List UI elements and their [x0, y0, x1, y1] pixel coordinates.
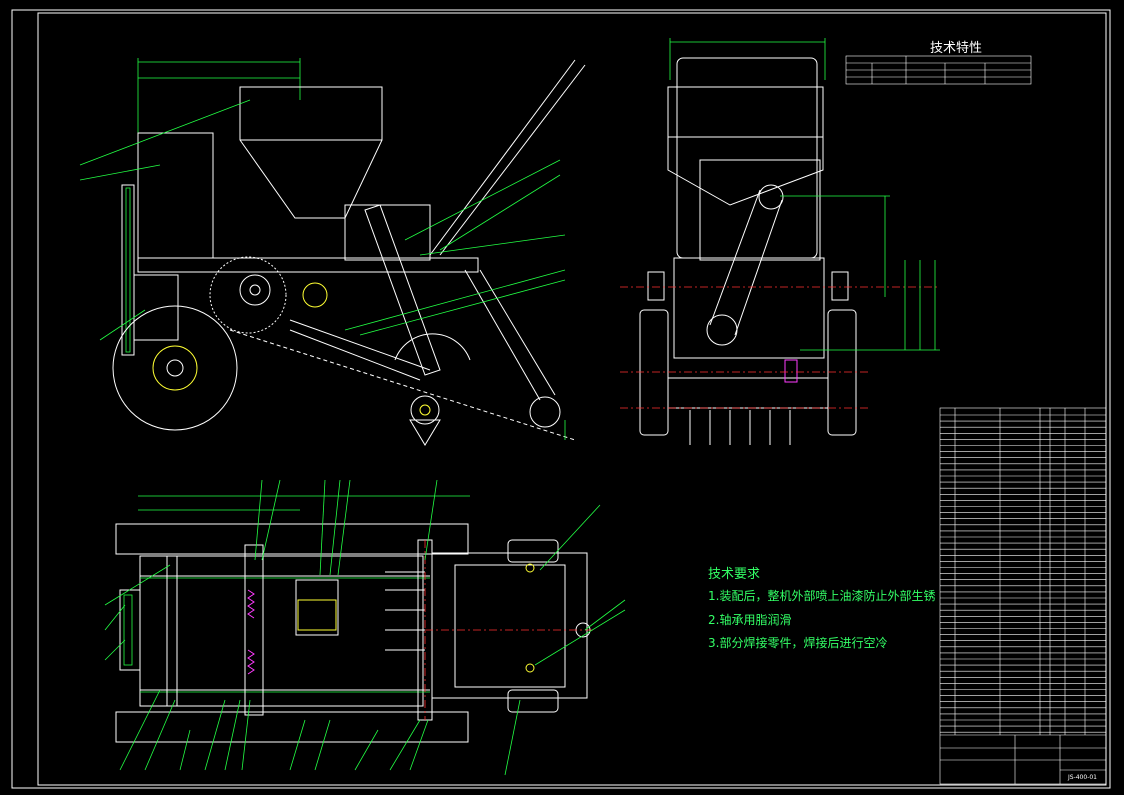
- side-view: [79, 58, 586, 446]
- inner-frame: [37, 12, 1107, 786]
- tech-requirements-title: 技术要求: [708, 567, 761, 582]
- tech-requirement-3: 3.部分焊接零件，焊接后进行空冷: [708, 636, 888, 650]
- drawing-number: JS-400-01: [1068, 774, 1097, 781]
- front-view: [620, 38, 940, 445]
- tech-requirement-2: 2.轴承用脂润滑: [708, 613, 792, 627]
- outer-frame: [11, 9, 1111, 789]
- parts-list-table: [939, 407, 1107, 785]
- tech-spec-table: [845, 55, 1032, 85]
- top-view: [104, 479, 626, 776]
- tech-spec-title: 技术特性: [930, 41, 983, 56]
- tech-requirement-1: 1.装配后，整机外部喷上油漆防止外部生锈: [708, 589, 936, 603]
